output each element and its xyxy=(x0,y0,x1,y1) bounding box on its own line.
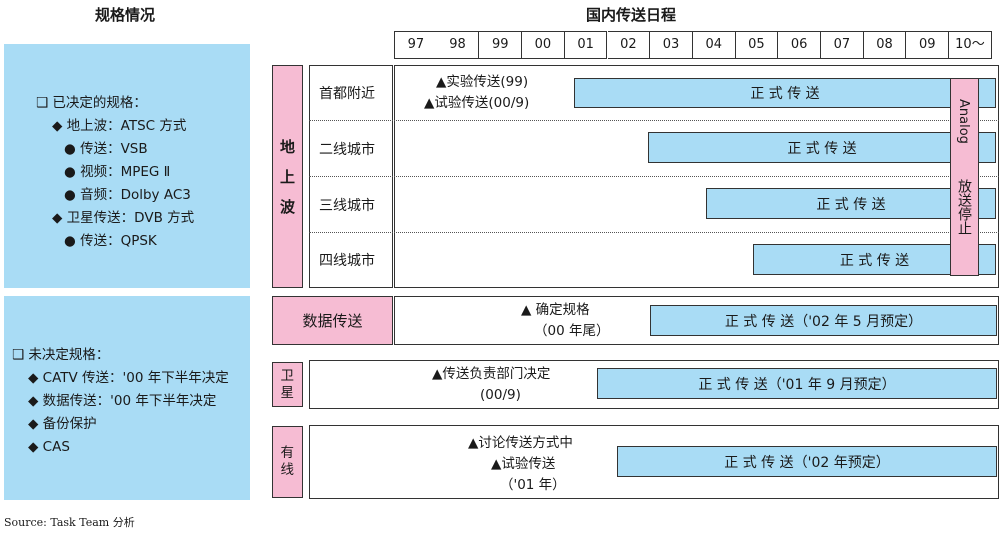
year-cell: 03 xyxy=(650,31,693,59)
decided-subitem: ● 音频：Dolby AC3 xyxy=(64,187,191,203)
data-broadcast-label: 数据传送 xyxy=(272,296,393,345)
year-cell: 99 xyxy=(479,31,523,59)
year-cell: 98 xyxy=(436,31,480,59)
undecided-item: ◆ CATV 传送：'00 年下半年决定 xyxy=(28,370,229,386)
broadcast-bar-capital: 正 式 传 送 xyxy=(574,78,996,108)
broadcast-bar-tier2: 正 式 传 送 xyxy=(648,132,996,163)
year-cell: 06 xyxy=(778,31,821,59)
satellite-label: 卫星 xyxy=(272,362,303,407)
year-cell: 08 xyxy=(863,31,907,59)
year-cell: 04 xyxy=(692,31,736,59)
left-header: 规格情况 xyxy=(95,6,156,24)
satellite-bar: 正 式 传 送（'01 年 9 月预定） xyxy=(597,368,997,399)
cable-note: ▲讨论传送方式中 xyxy=(468,435,573,451)
year-cell: 07 xyxy=(821,31,864,59)
year-cell: 02 xyxy=(607,31,651,59)
terrestrial-char: 波 xyxy=(279,197,295,216)
terrestrial-char: 上 xyxy=(279,167,295,186)
right-header: 国内传送日程 xyxy=(586,6,677,24)
year-cell: 05 xyxy=(735,31,779,59)
decided-subitem: ● 视频：MPEG Ⅱ xyxy=(64,164,171,180)
data-broadcast-note: ▲ 确定规格 xyxy=(521,302,590,318)
year-cell: 01 xyxy=(564,31,608,59)
undecided-item: ◆ 数据传送：'00 年下半年决定 xyxy=(28,393,217,409)
cable-bar: 正 式 传 送（'02 年预定） xyxy=(617,446,997,477)
decided-item: ◆ 地上波：ATSC 方式 xyxy=(52,118,187,134)
decided-heading: ❑ 已决定的规格： xyxy=(36,95,147,111)
decided-subitem: ● 传送：QPSK xyxy=(64,233,157,249)
data-broadcast-bar: 正 式 传 送（'02 年 5 月预定） xyxy=(650,305,997,336)
data-broadcast-note: （00 年尾） xyxy=(534,323,610,339)
row-divider xyxy=(309,120,999,121)
cable-label-text: 有线 xyxy=(280,445,295,478)
decided-subitem: ● 传送：VSB xyxy=(64,141,148,157)
cable-note: ▲试验传送 xyxy=(491,456,556,472)
year-cell: 09 xyxy=(906,31,950,59)
decided-item: ◆ 卫星传送：DVB 方式 xyxy=(52,210,195,226)
terrestrial-group-label: 地 上 波 xyxy=(272,65,303,288)
analog-stop-marker: Analog 放送停止 xyxy=(950,78,979,276)
cable-note: （'01 年） xyxy=(500,477,566,493)
undecided-heading: ❑ 未决定规格： xyxy=(12,347,110,363)
terrestrial-note: ▲实验传送(99) xyxy=(436,74,529,90)
row-label-tier4: 四线城市 xyxy=(319,253,375,269)
source-note: Source: Task Team 分析 xyxy=(4,516,135,529)
undecided-item: ◆ CAS xyxy=(28,439,70,455)
row-label-tier2: 二线城市 xyxy=(319,142,375,158)
satellite-note: (00/9) xyxy=(480,387,521,403)
row-divider xyxy=(309,176,999,177)
year-cell: 97 xyxy=(394,31,438,59)
row-label-capital: 首都附近 xyxy=(319,86,375,102)
satellite-note: ▲传送负责部门决定 xyxy=(432,366,551,382)
analog-stop-cn: 放送停止 xyxy=(956,179,972,235)
cable-label: 有线 xyxy=(272,426,303,498)
decided-specs-panel: ❑ 已决定的规格： ◆ 地上波：ATSC 方式 ● 传送：VSB ● 视频：MP… xyxy=(4,44,250,288)
broadcast-bar-tier3: 正 式 传 送 xyxy=(706,188,996,219)
satellite-label-text: 卫星 xyxy=(280,367,295,401)
row-label-tier3: 三线城市 xyxy=(319,198,375,214)
terrestrial-note: ▲试验传送(00/9) xyxy=(424,95,530,111)
terrestrial-char: 地 xyxy=(279,137,295,156)
undecided-item: ◆ 备份保护 xyxy=(28,416,97,432)
year-cell: 10～ xyxy=(949,31,992,59)
year-cell: 00 xyxy=(522,31,565,59)
analog-stop-en: Analog xyxy=(956,99,971,144)
undecided-specs-panel: ❑ 未决定规格： ◆ CATV 传送：'00 年下半年决定 ◆ 数据传送：'00… xyxy=(4,296,250,500)
row-divider xyxy=(309,232,999,233)
